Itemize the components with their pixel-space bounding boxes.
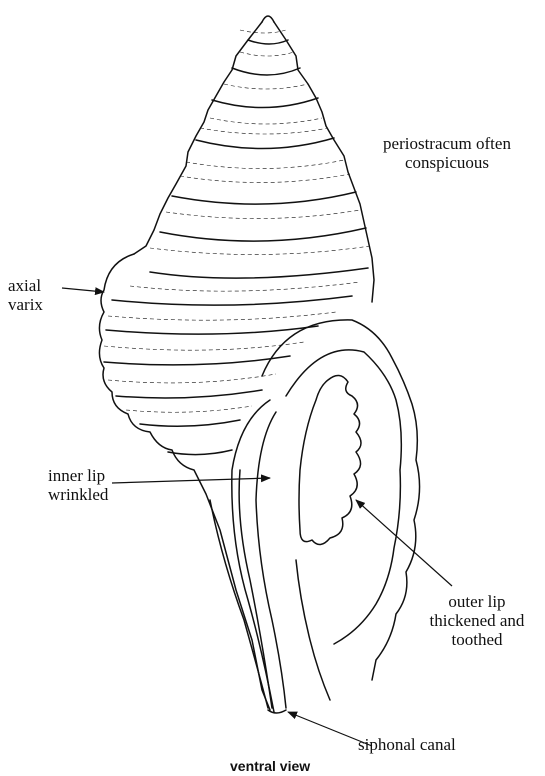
spiral-ridge <box>104 356 290 365</box>
spiral-hatching <box>166 210 360 219</box>
whorl-suture-4 <box>196 138 334 149</box>
spiral-hatching <box>180 174 350 183</box>
spiral-ridge <box>150 268 368 278</box>
whorl-suture-5 <box>172 192 356 204</box>
spiral-hatching <box>130 282 360 291</box>
outer-lip-label: outer lip thickened and toothed <box>412 592 542 649</box>
whorl-suture-1 <box>248 40 288 44</box>
axial-varix-label: axial varix <box>8 276 43 314</box>
spiral-hatching <box>108 374 276 383</box>
spiral-hatching <box>150 246 370 255</box>
inner-lip-outline <box>232 400 274 712</box>
spiral-hatching <box>200 128 328 134</box>
periostracum-label: periostracum often conspicuous <box>372 134 522 172</box>
whorl-suture-3 <box>212 98 318 108</box>
aperture-teeth <box>299 375 361 544</box>
siphonal-canal-label: siphonal canal <box>358 735 456 754</box>
inner-lip-label: inner lip wrinkled <box>48 466 108 504</box>
spiral-ridge <box>112 296 352 305</box>
spiral-ridge <box>140 420 240 426</box>
canal-left-ridge <box>210 500 268 708</box>
whorl-suture-2 <box>232 68 300 75</box>
spiral-hatching <box>108 312 336 320</box>
spiral-hatching <box>126 406 252 412</box>
aperture-lower <box>296 560 330 700</box>
spiral-hatching <box>104 342 304 350</box>
canal-tip <box>268 710 286 713</box>
spiral-hatching <box>186 160 344 169</box>
spire-outline-left <box>134 22 262 254</box>
apex <box>262 16 274 22</box>
spiral-hatching <box>240 52 294 56</box>
spiral-hatching <box>210 118 322 124</box>
outer-lip-outline <box>262 320 420 680</box>
outer-lip-inner-edge <box>286 350 401 644</box>
spiral-hatching <box>224 84 308 89</box>
outer-lip-pointer <box>356 500 452 586</box>
axial-varix-pointer <box>62 288 104 292</box>
spiral-ridge <box>106 326 318 334</box>
caption: ventral view <box>230 758 310 774</box>
spire-outline-right <box>274 22 374 302</box>
inner-lip-edge <box>256 412 286 708</box>
inner-lip-pointer <box>112 478 270 483</box>
spiral-ridge <box>116 390 262 398</box>
whorl-suture-6 <box>160 228 366 241</box>
spiral-ridge <box>168 450 232 455</box>
